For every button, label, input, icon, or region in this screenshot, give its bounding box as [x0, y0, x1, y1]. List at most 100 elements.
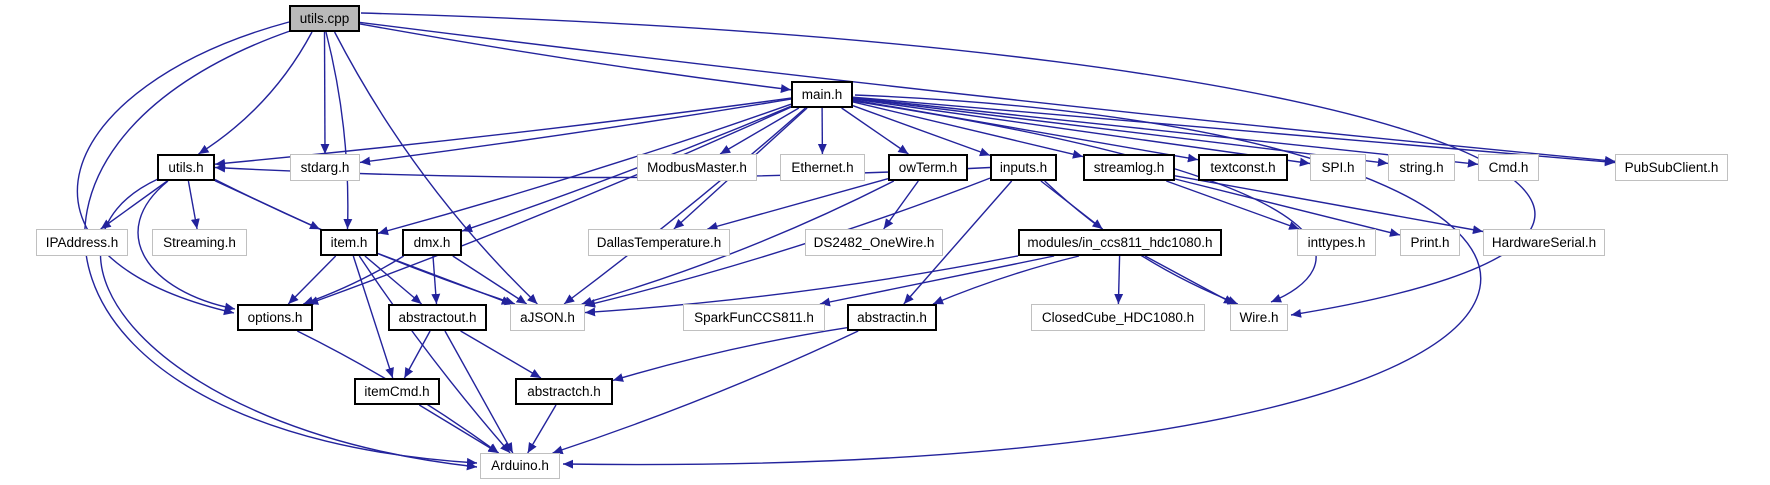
graph-node-label: ClosedCube_HDC1080.h — [1041, 309, 1195, 325]
graph-node-streaming_h[interactable]: Streaming.h — [152, 229, 247, 256]
graph-node-label: Print.h — [1410, 234, 1450, 250]
graph-node-arduino_h[interactable]: Arduino.h — [480, 453, 560, 479]
edge-utils_cpp-to-ajson_h — [333, 31, 538, 305]
graph-node-label: utils.h — [168, 159, 204, 175]
edge-modules_in_ccs811_hdc1080_h-to-abstractin_h — [932, 255, 1080, 305]
graph-node-label: SPI.h — [1321, 159, 1355, 175]
graph-node-abstractch_h[interactable]: abstractch.h — [515, 378, 613, 405]
edge-abstractout_h-to-itemcmd_h — [403, 330, 431, 379]
graph-node-print_h[interactable]: Print.h — [1400, 229, 1460, 256]
edge-main_h-to-owterm_h — [841, 107, 909, 155]
edge-owterm_h-to-ajson_h — [581, 180, 895, 306]
graph-node-owterm_h[interactable]: owTerm.h — [888, 154, 968, 181]
graph-node-abstractout_h[interactable]: abstractout.h — [388, 304, 487, 331]
edge-utils_cpp-to-utils_h — [198, 31, 313, 155]
graph-node-label: owTerm.h — [898, 159, 958, 175]
edge-abstractin_h-to-arduino_h — [552, 330, 859, 455]
edge-abstractout_h-to-abstractch_h — [460, 330, 542, 379]
edge-utils_cpp-to-stdarg_h — [320, 31, 330, 155]
edge-main_h-to-stdarg_h — [359, 98, 792, 166]
graph-node-label: DallasTemperature.h — [596, 234, 722, 250]
graph-node-item_h[interactable]: item.h — [320, 229, 378, 256]
edge-main_h-to-dmx_h — [461, 105, 792, 233]
edge-item_h-to-options_h — [287, 255, 337, 305]
graph-node-wire_h[interactable]: Wire.h — [1230, 304, 1288, 331]
graph-node-itemcmd_h[interactable]: itemCmd.h — [354, 378, 440, 405]
graph-node-label: options.h — [247, 309, 303, 325]
graph-node-streamlog_h[interactable]: streamlog.h — [1083, 154, 1175, 181]
graph-node-label: IPAddress.h — [45, 234, 119, 250]
graph-node-label: textconst.h — [1210, 159, 1276, 175]
graph-node-label: itemCmd.h — [364, 383, 430, 399]
graph-node-dmx_h[interactable]: dmx.h — [402, 229, 462, 256]
graph-node-sparkfunccs811_h[interactable]: SparkFunCCS811.h — [683, 304, 825, 331]
graph-node-label: HardwareSerial.h — [1491, 234, 1597, 250]
graph-node-inttypes_h[interactable]: inttypes.h — [1297, 229, 1376, 256]
edge-utils_h-to-arduino_h — [99, 178, 478, 471]
graph-node-label: ModbusMaster.h — [647, 159, 747, 175]
edge-item_h-to-arduino_h — [358, 255, 511, 454]
graph-node-label: SparkFunCCS811.h — [694, 309, 814, 325]
graph-node-modbusmaster_h[interactable]: ModbusMaster.h — [637, 154, 757, 181]
graph-node-utils_h[interactable]: utils.h — [157, 154, 215, 181]
edge-modules_in_ccs811_hdc1080_h-to-ajson_h — [584, 255, 1019, 317]
edge-main_h-to-arduino_h — [562, 94, 1482, 469]
graph-node-string_h[interactable]: string.h — [1388, 154, 1455, 181]
graph-node-closedcube_hdc1080_h[interactable]: ClosedCube_HDC1080.h — [1031, 304, 1205, 331]
edge-abstractout_h-to-arduino_h — [444, 330, 514, 454]
edge-utils_h-to-ipaddress_h — [100, 180, 168, 230]
edge-dmx_h-to-ajson_h — [452, 255, 528, 305]
graph-node-label: main.h — [801, 86, 843, 102]
graph-node-abstractin_h[interactable]: abstractin.h — [847, 304, 937, 331]
graph-node-label: abstractin.h — [857, 309, 927, 325]
graph-node-inputs_h[interactable]: inputs.h — [990, 154, 1057, 181]
edge-utils_h-to-streaming_h — [187, 180, 200, 230]
graph-node-label: string.h — [1399, 159, 1444, 175]
graph-node-label: dmx.h — [413, 234, 451, 250]
graph-node-label: abstractch.h — [527, 383, 601, 399]
graph-node-dallastemperature_h[interactable]: DallasTemperature.h — [588, 229, 730, 256]
edge-utils_cpp-to-item_h — [325, 31, 353, 230]
edge-item_h-to-abstractout_h — [364, 255, 423, 305]
edge-utils_h-to-options_h — [137, 180, 236, 312]
graph-node-label: inputs.h — [999, 159, 1048, 175]
edge-owterm_h-to-dallastemperature_h — [707, 178, 889, 231]
edge-streamlog_h-to-inttypes_h — [1166, 180, 1300, 230]
graph-node-hardwareserial_h[interactable]: HardwareSerial.h — [1483, 229, 1605, 256]
graph-node-ipaddress_h[interactable]: IPAddress.h — [36, 229, 128, 256]
edge-abstractin_h-to-abstractch_h — [612, 327, 848, 382]
edge-inputs_h-to-abstractin_h — [903, 180, 1013, 305]
graph-node-ajson_h[interactable]: aJSON.h — [510, 304, 585, 331]
graph-node-ethernet_h[interactable]: Ethernet.h — [780, 154, 865, 181]
graph-node-textconst_h[interactable]: textconst.h — [1198, 154, 1288, 181]
edge-main_h-to-pubsubclient_h — [852, 96, 1616, 167]
graph-node-label: aJSON.h — [520, 309, 575, 325]
graph-node-cmd_h[interactable]: Cmd.h — [1478, 154, 1539, 181]
edge-utils_cpp-to-pubsubclient_h — [359, 21, 1616, 165]
edge-utils_cpp-to-arduino_h — [84, 30, 478, 467]
edge-utils_cpp-to-main_h — [359, 23, 792, 93]
edge-utils_cpp-to-wire_h — [360, 12, 1536, 318]
edge-main_h-to-item_h — [377, 103, 792, 236]
graph-node-ds2482_onewire_h[interactable]: DS2482_OneWire.h — [805, 229, 943, 256]
graph-node-label: Streaming.h — [163, 234, 236, 250]
graph-node-modules_in_ccs811_hdc1080_h[interactable]: modules/in_ccs811_hdc1080.h — [1018, 229, 1222, 256]
edge-dmx_h-to-abstractout_h — [431, 255, 441, 305]
edge-main_h-to-modbusmaster_h — [719, 107, 800, 155]
edge-inputs_h-to-ajson_h — [584, 177, 991, 308]
graph-node-stdarg_h[interactable]: stdarg.h — [290, 154, 360, 181]
graph-node-label: inttypes.h — [1307, 234, 1366, 250]
graph-node-label: abstractout.h — [398, 309, 477, 325]
graph-node-options_h[interactable]: options.h — [237, 304, 313, 331]
edge-abstractch_h-to-arduino_h — [527, 404, 557, 454]
graph-node-label: Arduino.h — [491, 458, 549, 474]
graph-node-utils_cpp[interactable]: utils.cpp — [289, 5, 360, 32]
graph-node-spi_h[interactable]: SPI.h — [1310, 154, 1366, 181]
edge-item_h-to-itemcmd_h — [352, 255, 394, 379]
graph-node-pubsubclient_h[interactable]: PubSubClient.h — [1615, 154, 1728, 181]
graph-node-main_h[interactable]: main.h — [791, 81, 853, 108]
graph-node-label: stdarg.h — [300, 159, 350, 175]
edge-main_h-to-streamlog_h — [852, 101, 1084, 159]
edge-modules_in_ccs811_hdc1080_h-to-closedcube_hdc1080_h — [1114, 255, 1124, 305]
edge-main_h-to-ajson_h — [563, 107, 806, 305]
